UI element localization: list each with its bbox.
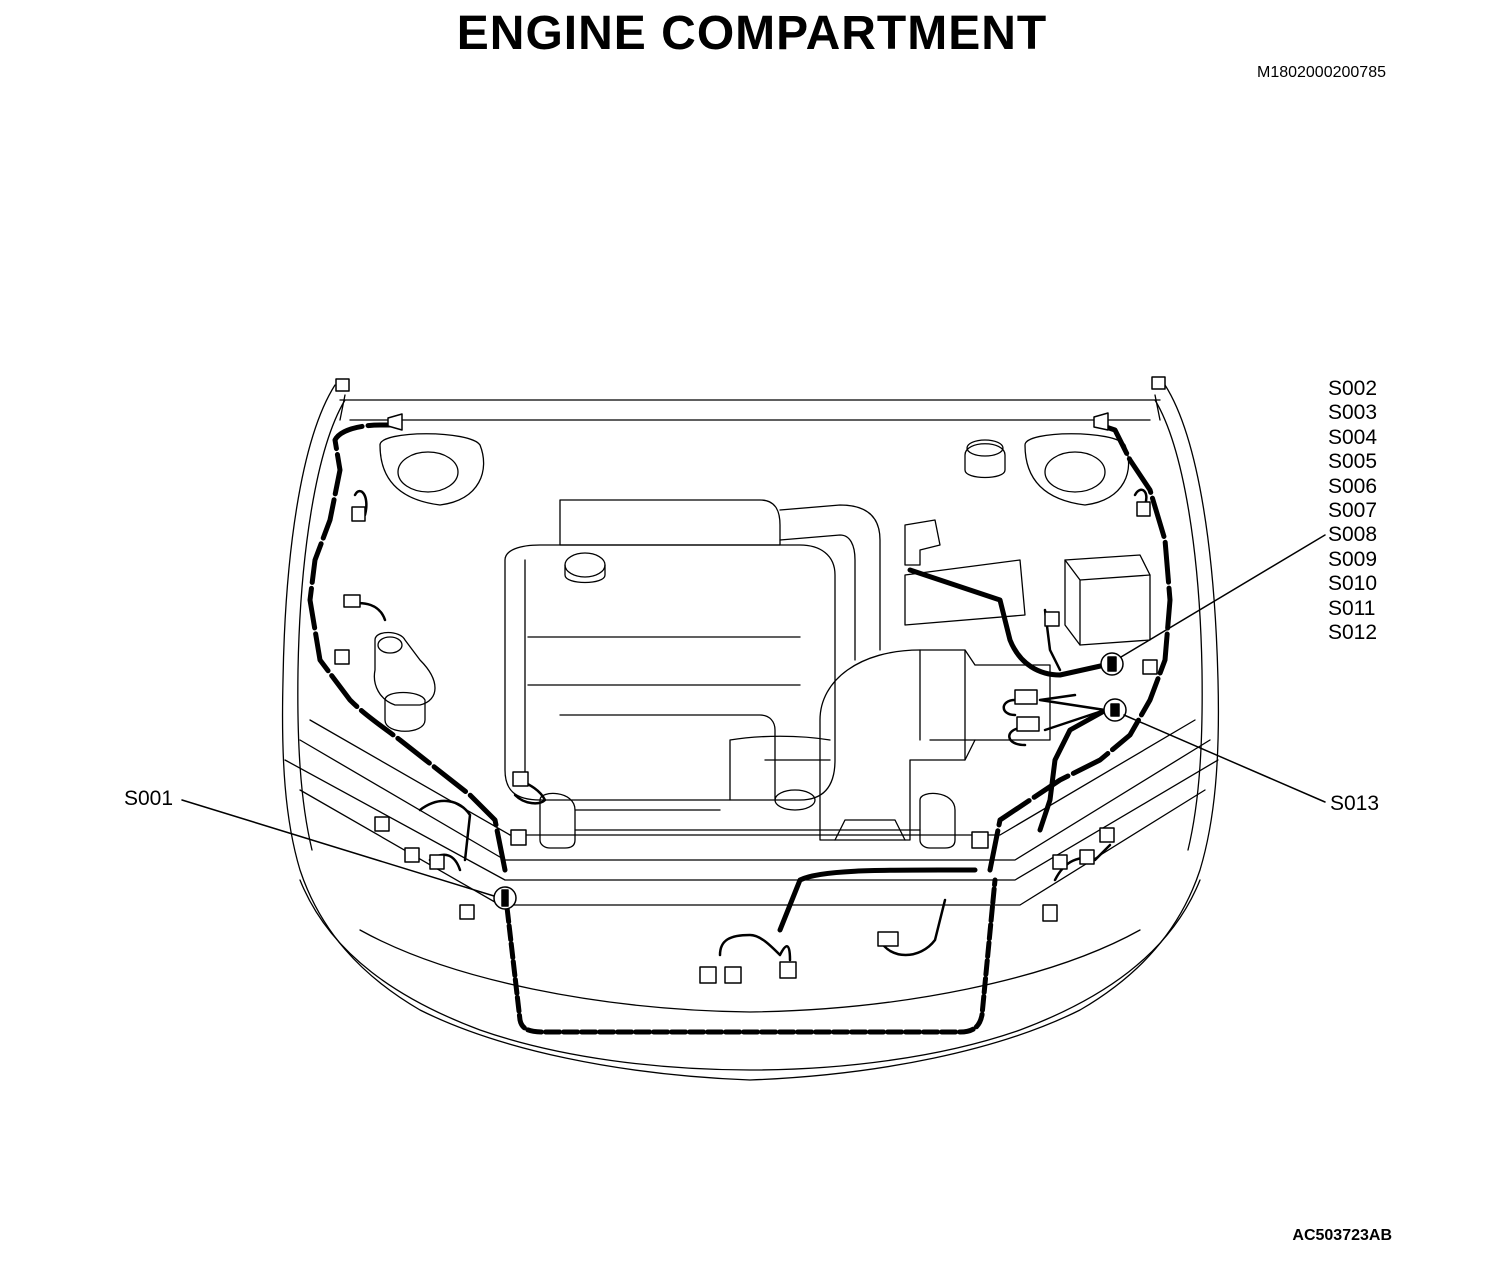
- splice-core: [501, 889, 509, 907]
- connector-box: [404, 847, 420, 863]
- figure-id: AC503723AB: [1292, 1227, 1392, 1244]
- connector-box: [512, 771, 529, 787]
- splice-core: [1107, 656, 1117, 672]
- connector-box: [1052, 854, 1068, 870]
- leader-lines: [181, 534, 1326, 897]
- connector-box: [335, 378, 350, 392]
- wiring-harness: [307, 422, 1173, 1035]
- splice-label-s008: S008: [1328, 523, 1378, 547]
- connector-box: [1042, 904, 1058, 922]
- connector-box: [877, 931, 899, 947]
- radiator-support: [539, 792, 956, 849]
- fuse-relay-box: [904, 519, 1026, 626]
- diagram-title: ENGINE COMPARTMENT: [456, 7, 1048, 60]
- splice-label-s002: S002: [1328, 377, 1378, 400]
- leader-line-s013: [1123, 714, 1326, 803]
- connector-box: [459, 904, 475, 920]
- splice-label-s013: S013: [1330, 792, 1380, 815]
- connector-box: [374, 816, 390, 832]
- splice-label-s011: S011: [1328, 596, 1376, 620]
- car-body-outline: [281, 384, 1220, 1081]
- splice-label-s001: S001: [124, 787, 174, 810]
- connector-box: [1093, 412, 1109, 431]
- connector-box: [334, 649, 350, 665]
- strut-towers: [379, 433, 1130, 506]
- connectors: [334, 376, 1166, 984]
- connector-box: [1014, 689, 1038, 705]
- splice-label-s006: S006: [1328, 474, 1378, 498]
- connector-box: [779, 961, 797, 979]
- connector-box: [351, 506, 366, 522]
- splice-label-s010: S010: [1328, 572, 1378, 596]
- splice-label-s012: S012: [1328, 621, 1378, 645]
- splice-markers: [493, 652, 1127, 910]
- connector-box: [1142, 659, 1158, 675]
- splice-core: [1110, 703, 1120, 717]
- splice-label-s003: S003: [1328, 401, 1378, 425]
- splice-label-group: S002 S003 S004 S005 S006 S007 S008 S009 …: [1328, 377, 1377, 645]
- connector-box: [971, 831, 989, 849]
- leader-line-s002-s012: [1120, 534, 1326, 658]
- splice-label-s009: S009: [1328, 547, 1378, 571]
- connector-box: [429, 854, 445, 870]
- connector-box: [699, 966, 717, 984]
- connector-box: [1044, 611, 1060, 627]
- connector-box: [1151, 376, 1166, 390]
- connector-box: [1016, 716, 1040, 732]
- connector-box: [343, 594, 361, 608]
- connector-box: [387, 413, 403, 431]
- battery: [1064, 554, 1151, 646]
- engine-block: [504, 499, 881, 811]
- left-components: [373, 631, 436, 732]
- connector-box: [724, 966, 742, 984]
- document-id: M1802000200785: [1256, 64, 1386, 81]
- splice-label-s005: S005: [1328, 450, 1378, 474]
- connector-box: [1099, 827, 1115, 843]
- connector-box: [1079, 849, 1095, 865]
- splice-label-s004: S004: [1328, 425, 1378, 449]
- splice-label-s007: S007: [1328, 499, 1378, 523]
- connector-box: [510, 829, 527, 846]
- connector-box: [1136, 501, 1151, 517]
- leader-line-s001: [181, 799, 495, 897]
